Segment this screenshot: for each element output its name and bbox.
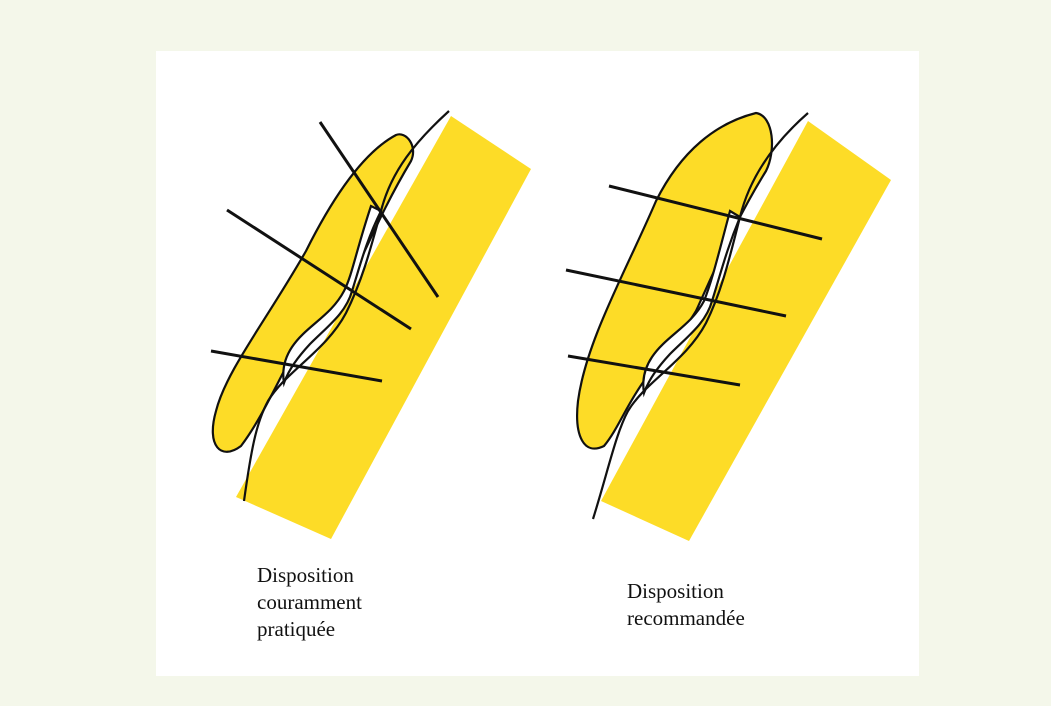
- caption-line: Disposition: [627, 578, 745, 605]
- caption-line: pratiquée: [257, 616, 362, 643]
- caption-line: couramment: [257, 589, 362, 616]
- illustration-recommended: [566, 113, 891, 541]
- caption-current-practice: Disposition couramment pratiquée: [257, 562, 362, 643]
- caption-recommended: Disposition recommandée: [627, 578, 745, 632]
- illustration-current-practice: [211, 111, 531, 539]
- diagram-panel: Disposition couramment pratiquée Disposi…: [156, 51, 919, 676]
- caption-line: recommandée: [627, 605, 745, 632]
- caption-line: Disposition: [257, 562, 362, 589]
